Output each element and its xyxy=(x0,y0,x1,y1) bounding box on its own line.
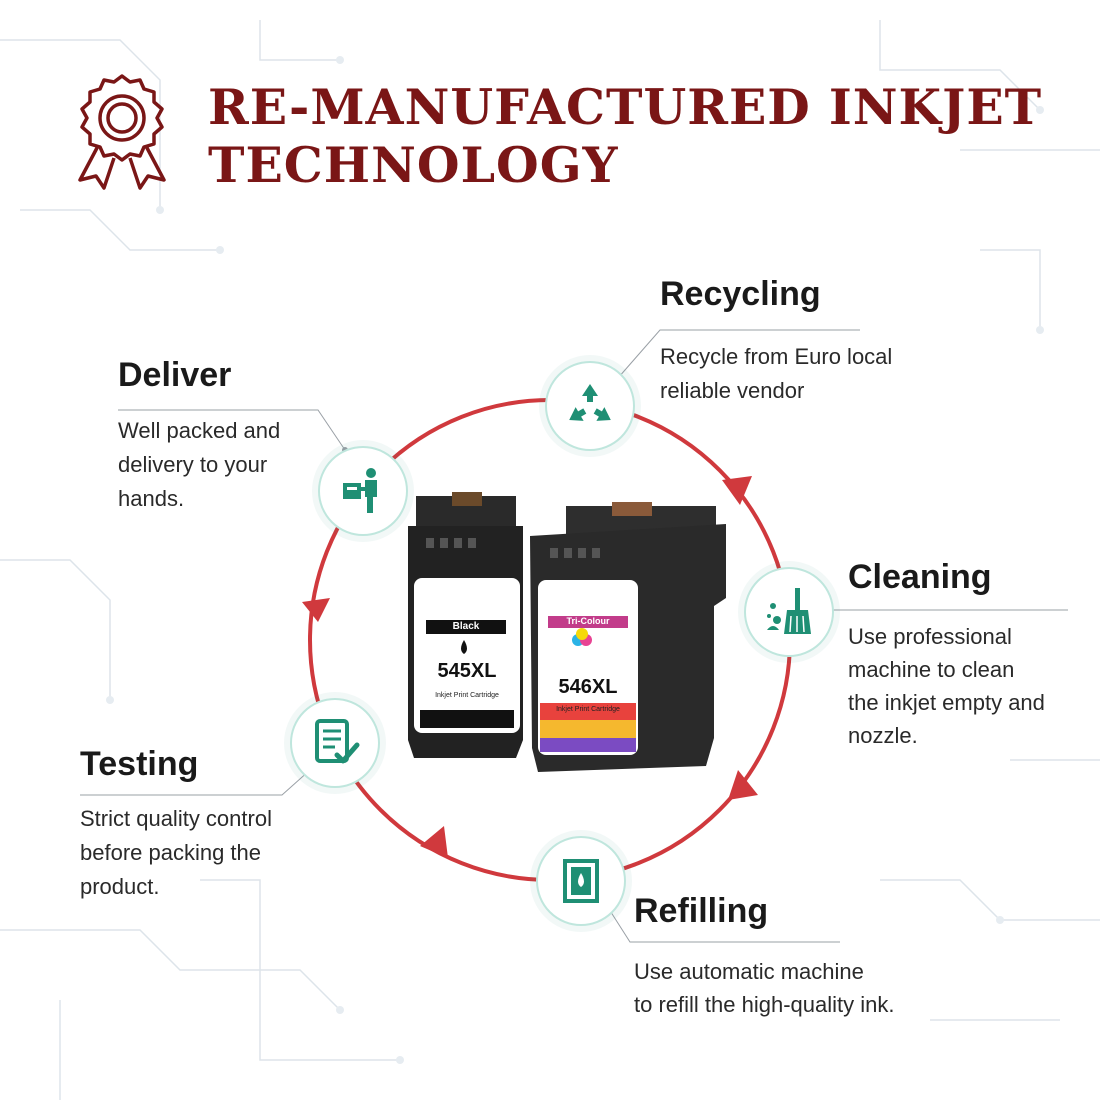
cycle-arrow xyxy=(722,476,752,505)
black-ink-cartridge: Black 545XL Inkjet Print Cartridge xyxy=(398,488,533,763)
black-color-label: Black xyxy=(452,621,480,632)
color-ink-cartridge: Tri-Colour 546XL Inkjet Print Cartridge xyxy=(526,498,731,773)
cycle-arrow xyxy=(302,598,330,622)
color-model-label: 546XL xyxy=(558,676,618,698)
cleaning-text-4: nozzle. xyxy=(848,723,918,748)
deliver-text-1: Well packed and xyxy=(118,418,281,443)
color-sub-label: Inkjet Print Cartridge xyxy=(556,706,620,713)
testing-text-3: product. xyxy=(80,874,160,899)
recycling-title: Recycling xyxy=(660,275,821,313)
recycle-icon xyxy=(569,384,611,421)
cleaning-title: Cleaning xyxy=(848,558,992,596)
delivery-icon xyxy=(343,468,377,513)
checklist-icon xyxy=(315,719,360,764)
black-sub-label: Inkjet Print Cartridge xyxy=(435,692,499,699)
refilling-title: Refilling xyxy=(634,892,769,930)
cleaning-text-2: machine to clean xyxy=(848,657,1015,682)
award-ribbon-icon xyxy=(78,74,166,190)
testing-title: Testing xyxy=(80,745,199,783)
deliver-text-3: hands. xyxy=(118,486,185,511)
cleaning-step-icon xyxy=(744,567,834,657)
refilling-step-icon xyxy=(536,836,626,926)
title-line-2: TECHNOLOGY xyxy=(208,136,619,194)
recycling-text-1: Recycle from Euro local xyxy=(660,344,893,369)
deliver-step-icon xyxy=(318,446,408,536)
refilling-text-2: to refill the high-quality ink. xyxy=(634,992,895,1017)
deliver-text-2: delivery to your xyxy=(118,452,268,477)
testing-text-1: Strict quality control xyxy=(80,806,272,831)
page-title: RE-MANUFACTURED INKJET TECHNOLOGY xyxy=(208,78,1042,194)
refilling-text-1: Use automatic machine xyxy=(634,959,864,984)
testing-text-2: before packing the xyxy=(80,840,262,865)
cleaning-text-3: the inkjet empty and xyxy=(848,690,1045,715)
title-line-1: RE-MANUFACTURED INKJET xyxy=(208,78,1043,136)
cycle-arrow xyxy=(728,770,758,800)
black-model-label: 545XL xyxy=(437,660,497,682)
deliver-title: Deliver xyxy=(118,356,232,394)
color-color-label: Tri-Colour xyxy=(566,616,610,626)
ink-refill-icon xyxy=(563,859,599,903)
cycle-arrow xyxy=(420,826,448,858)
recycling-step-icon xyxy=(545,361,635,451)
cleaning-text-1: Use professional xyxy=(848,624,1012,649)
recycling-text-2: reliable vendor xyxy=(660,378,805,403)
testing-step-icon xyxy=(290,698,380,788)
brush-icon xyxy=(767,588,811,634)
